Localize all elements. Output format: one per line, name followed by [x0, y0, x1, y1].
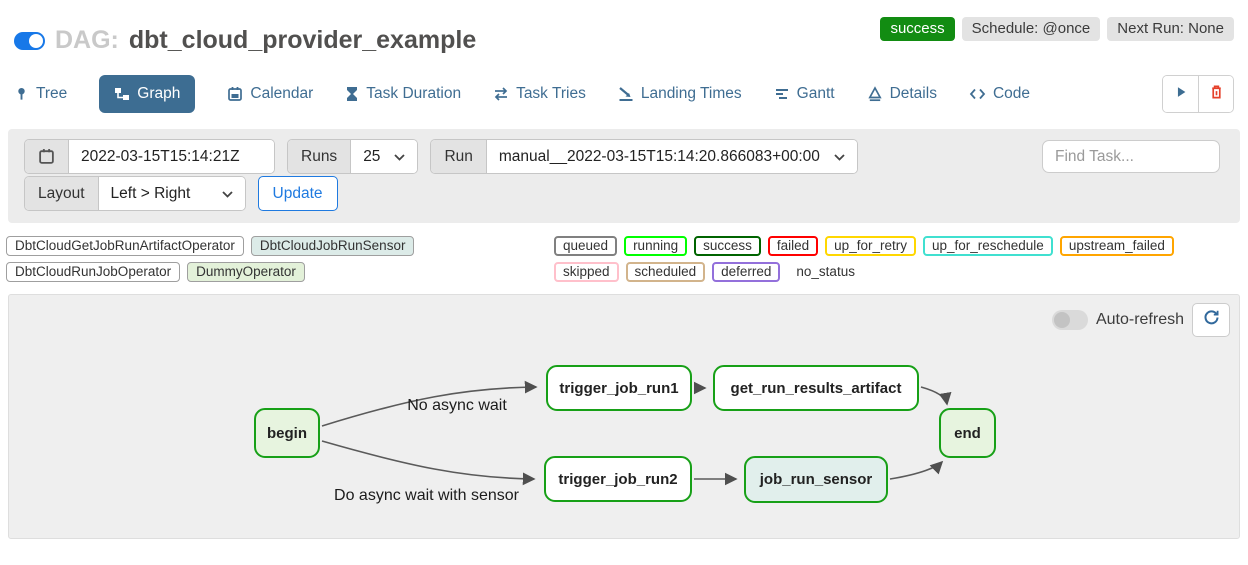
- schedule-badge: Schedule: @once: [961, 17, 1101, 41]
- repeat-icon: [493, 86, 509, 102]
- filter-bar: Runs 25 Run manual__2022-03-15T15:14:20.…: [8, 129, 1240, 223]
- legend-status[interactable]: success: [694, 236, 761, 256]
- dag-title: dbt_cloud_provider_example: [128, 26, 477, 54]
- run-label: Run: [431, 140, 487, 173]
- update-button[interactable]: Update: [257, 176, 338, 211]
- code-icon: [969, 87, 986, 101]
- details-icon: [867, 86, 883, 102]
- task-node-trigger-job-run2[interactable]: trigger_job_run2: [544, 456, 692, 502]
- page-header: DAG: dbt_cloud_provider_example success …: [0, 0, 1248, 55]
- tab-graph[interactable]: Graph: [99, 75, 196, 113]
- dag-pause-toggle[interactable]: [14, 31, 45, 50]
- task-node-trigger-job-run1[interactable]: trigger_job_run1: [546, 365, 692, 411]
- graph-icon: [114, 86, 130, 102]
- play-icon: [1174, 85, 1188, 104]
- legend-status[interactable]: running: [624, 236, 688, 256]
- refresh-icon: [1203, 309, 1220, 331]
- tab-label: Task Duration: [366, 85, 462, 102]
- tab-calendar[interactable]: Calendar: [227, 85, 313, 103]
- task-node-end[interactable]: end: [939, 408, 996, 458]
- task-node-get-run-results-artifact[interactable]: get_run_results_artifact: [713, 365, 919, 411]
- calendar-icon: [227, 86, 243, 102]
- task-node-begin[interactable]: begin: [254, 408, 320, 458]
- task-node-job-run-sensor[interactable]: job_run_sensor: [744, 456, 888, 503]
- tab-label: Tree: [36, 85, 68, 102]
- legend-status[interactable]: upstream_failed: [1059, 236, 1174, 256]
- runs-select[interactable]: 25: [351, 140, 418, 173]
- legend-operator: DummyOperator: [187, 262, 305, 282]
- tree-icon: [14, 86, 29, 102]
- calendar-addon-icon[interactable]: [25, 140, 69, 173]
- tab-label: Gantt: [796, 85, 835, 102]
- next-run-badge: Next Run: None: [1107, 17, 1234, 41]
- layout-group: Layout Left > Right: [24, 176, 246, 211]
- layout-select[interactable]: Left > Right: [98, 177, 245, 210]
- tab-task-duration[interactable]: Task Duration: [345, 85, 461, 103]
- dag-prefix-label: DAG:: [55, 26, 119, 54]
- gantt-icon: [774, 86, 790, 102]
- tab-details[interactable]: Details: [867, 85, 937, 103]
- tab-tree[interactable]: Tree: [14, 85, 67, 103]
- auto-refresh-label: Auto-refresh: [1095, 311, 1184, 328]
- legend-status[interactable]: queued: [554, 236, 618, 256]
- dag-edges: [321, 380, 952, 486]
- tab-task-tries[interactable]: Task Tries: [493, 85, 586, 103]
- tab-label: Task Tries: [516, 85, 586, 102]
- legend-status[interactable]: up_for_retry: [825, 236, 916, 256]
- find-task-input[interactable]: [1042, 140, 1220, 173]
- tab-label: Code: [992, 85, 1031, 102]
- chevron-down-icon: [834, 148, 845, 166]
- legend-status-no-status[interactable]: no_status: [796, 264, 855, 279]
- auto-refresh-toggle[interactable]: [1051, 310, 1088, 330]
- hourglass-icon: [345, 86, 359, 102]
- runs-group: Runs 25: [287, 139, 419, 174]
- legend-status[interactable]: skipped: [554, 262, 619, 282]
- graph-legend: DbtCloudGetJobRunArtifactOperator DbtClo…: [6, 236, 1242, 282]
- base-date-input[interactable]: [69, 140, 274, 173]
- legend-operator: DbtCloudRunJobOperator: [6, 262, 181, 282]
- edge-label: No async wait: [407, 397, 507, 414]
- refresh-button[interactable]: [1192, 303, 1230, 337]
- runs-label: Runs: [288, 140, 352, 173]
- legend-status[interactable]: failed: [767, 236, 819, 256]
- status-legend: queued running success failed up_for_ret…: [554, 236, 1242, 282]
- dag-actions-group: [1162, 75, 1234, 113]
- dag-graph-panel: Auto-refresh No async wait Do async wait…: [8, 294, 1240, 539]
- tab-landing-times[interactable]: Landing Times: [618, 85, 742, 103]
- edge-label: Do async wait with sensor: [334, 487, 519, 504]
- base-date-group: [24, 139, 275, 174]
- delete-dag-button[interactable]: [1198, 76, 1233, 112]
- tab-code[interactable]: Code: [969, 85, 1030, 103]
- view-tabbar: Tree Graph Calendar Task Duration Task T…: [0, 75, 1248, 113]
- legend-status[interactable]: scheduled: [625, 262, 706, 282]
- tab-label: Calendar: [250, 85, 314, 102]
- layout-selected-value: Left > Right: [110, 184, 191, 202]
- run-group: Run manual__2022-03-15T15:14:20.866083+0…: [430, 139, 858, 174]
- runs-selected-value: 25: [363, 147, 381, 165]
- layout-label: Layout: [25, 177, 99, 210]
- trigger-dag-button[interactable]: [1163, 76, 1198, 112]
- tab-label: Landing Times: [640, 85, 742, 102]
- legend-status[interactable]: deferred: [712, 262, 781, 282]
- legend-operator: DbtCloudJobRunSensor: [250, 236, 415, 256]
- plane-landing-icon: [618, 86, 634, 102]
- operator-legend: DbtCloudGetJobRunArtifactOperator DbtClo…: [6, 236, 554, 282]
- legend-status[interactable]: up_for_reschedule: [922, 236, 1053, 256]
- chevron-down-icon: [221, 185, 233, 203]
- chevron-down-icon: [394, 148, 406, 166]
- run-selected-value: manual__2022-03-15T15:14:20.866083+00:00: [498, 147, 820, 165]
- tab-label: Graph: [137, 85, 181, 102]
- trash-icon: [1209, 84, 1224, 105]
- dag-status-badge: success: [880, 17, 955, 41]
- run-select[interactable]: manual__2022-03-15T15:14:20.866083+00:00: [486, 140, 857, 173]
- tab-gantt[interactable]: Gantt: [774, 85, 835, 103]
- tab-label: Details: [889, 85, 937, 102]
- legend-operator: DbtCloudGetJobRunArtifactOperator: [6, 236, 244, 256]
